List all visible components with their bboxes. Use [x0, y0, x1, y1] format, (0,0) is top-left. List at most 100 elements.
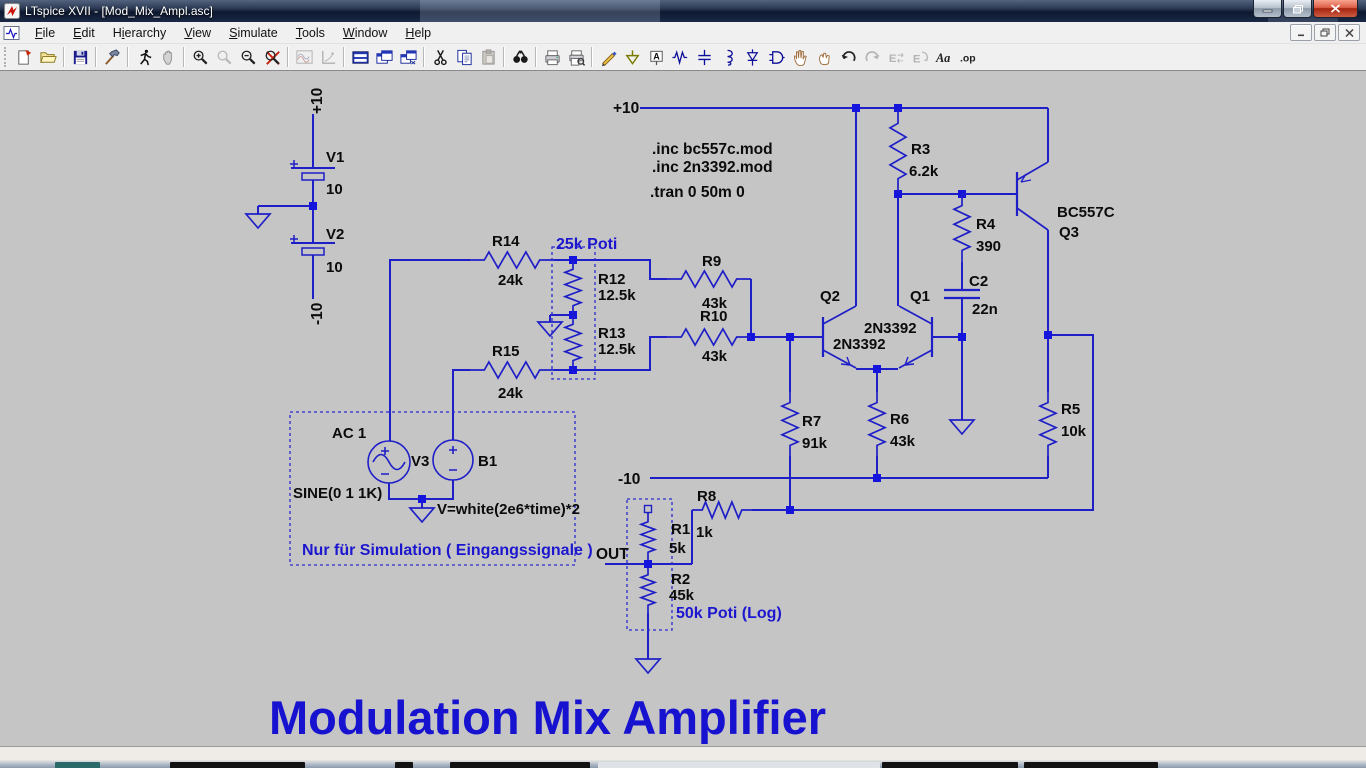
mdi-minimize-button[interactable] — [1290, 24, 1312, 41]
net-label-out[interactable]: OUT — [596, 546, 629, 563]
place-label-icon[interactable]: A — [644, 46, 668, 69]
resistor-R2[interactable] — [638, 567, 658, 613]
menu-item-help[interactable]: Help — [405, 25, 432, 40]
toolbar-grip[interactable] — [4, 47, 8, 67]
taskbar-window-button[interactable] — [450, 762, 590, 768]
poti-25k-box[interactable] — [551, 246, 596, 380]
label-Q1-value[interactable]: 2N3392 — [864, 320, 917, 337]
move-icon[interactable] — [788, 46, 812, 69]
schematic-heading[interactable]: Modulation Mix Amplifier — [269, 691, 826, 744]
taskbar-window-button[interactable] — [395, 762, 413, 768]
label-R9-value[interactable]: 43k — [702, 295, 728, 312]
minimize-button[interactable] — [1253, 0, 1282, 18]
menu-item-file[interactable]: File — [35, 25, 56, 40]
net-label-v2-minus10[interactable]: -10 — [309, 303, 326, 325]
copy-icon[interactable] — [452, 46, 476, 69]
resistor-R12[interactable] — [562, 260, 584, 315]
label-R8-ref[interactable]: R8 — [697, 488, 716, 505]
label-V1-ref[interactable]: V1 — [326, 149, 344, 166]
label-R14-value[interactable]: 24k — [498, 272, 524, 289]
place-inductor-icon[interactable] — [716, 46, 740, 69]
label-R13-value[interactable]: 12.5k — [598, 341, 636, 358]
label-R4-value[interactable]: 390 — [976, 238, 1001, 255]
resistor-R6[interactable] — [866, 391, 888, 457]
resistor-R7[interactable] — [779, 391, 801, 457]
label-V3-ref[interactable]: V3 — [411, 453, 429, 470]
battery-V1[interactable] — [290, 160, 335, 181]
label-B1-ref[interactable]: B1 — [478, 453, 497, 470]
label-Q2-value[interactable]: 2N3392 — [833, 336, 886, 353]
ground-symbol[interactable] — [536, 321, 564, 338]
simulation-sources-box[interactable] — [289, 411, 576, 566]
resistor-R8[interactable] — [692, 499, 752, 521]
new-schematic-icon[interactable] — [12, 46, 36, 69]
ground-symbol[interactable] — [634, 658, 662, 675]
label-V2-value[interactable]: 10 — [326, 259, 343, 276]
resistor-R13[interactable] — [562, 315, 584, 370]
resistor-R5[interactable] — [1037, 391, 1059, 457]
label-V3-value[interactable]: SINE(0 1 1K) — [293, 485, 382, 502]
label-R9-ref[interactable]: R9 — [702, 253, 721, 270]
label-V2-ref[interactable]: V2 — [326, 226, 344, 243]
taskbar-window-button[interactable] — [1024, 762, 1158, 768]
resistor-R1[interactable] — [638, 514, 658, 560]
title-bar[interactable]: LTspice XVII - [Mod_Mix_Ampl.asc] — [0, 0, 1366, 22]
label-R5-value[interactable]: 10k — [1061, 423, 1087, 440]
control-panel-icon[interactable] — [100, 46, 124, 69]
label-R2-ref[interactable]: R2 — [671, 571, 690, 588]
transistor-Q2[interactable] — [821, 305, 857, 369]
zoom-in-icon[interactable] — [188, 46, 212, 69]
resistor-R9[interactable] — [667, 269, 751, 289]
close-button[interactable] — [1313, 0, 1358, 18]
mdi-close-button[interactable] — [1338, 24, 1360, 41]
label-R10-ref[interactable]: R10 — [700, 308, 728, 325]
place-component-icon[interactable] — [764, 46, 788, 69]
drag-icon[interactable] — [812, 46, 836, 69]
label-V1-value[interactable]: 10 — [326, 181, 343, 198]
voltage-source-V3[interactable] — [367, 440, 411, 484]
label-R12-ref[interactable]: R12 — [598, 271, 626, 288]
label-R6-ref[interactable]: R6 — [890, 411, 909, 428]
battery-V2[interactable] — [290, 235, 335, 256]
label-R7-value[interactable]: 91k — [802, 435, 828, 452]
label-R4-ref[interactable]: R4 — [976, 216, 996, 233]
transistor-Q1[interactable] — [898, 305, 934, 369]
place-capacitor-icon[interactable] — [692, 46, 716, 69]
label-R1-ref[interactable]: R1 — [671, 521, 690, 538]
label-R6-value[interactable]: 43k — [890, 433, 916, 450]
comment-50k-poti[interactable]: 50k Poti (Log) — [676, 605, 782, 622]
label-R15-ref[interactable]: R15 — [492, 343, 520, 360]
resistor-R15[interactable] — [470, 360, 554, 380]
resistor-R10[interactable] — [667, 327, 751, 347]
label-C2-ref[interactable]: C2 — [969, 273, 988, 290]
label-B1-value[interactable]: V=white(2e6*time)*2 — [437, 501, 580, 518]
undo-icon[interactable] — [836, 46, 860, 69]
cascade-windows-icon[interactable] — [396, 46, 420, 69]
print-preview-icon[interactable] — [564, 46, 588, 69]
resistor-R4[interactable] — [951, 194, 973, 262]
directive-inc-bc557c[interactable]: .inc bc557c.mod — [652, 141, 773, 158]
tile-horizontal-icon[interactable] — [348, 46, 372, 69]
taskbar-window-button[interactable] — [170, 762, 305, 768]
mdi-restore-button[interactable] — [1314, 24, 1336, 41]
place-diode-icon[interactable] — [740, 46, 764, 69]
label-Q2-ref[interactable]: Q2 — [820, 288, 840, 305]
behavioral-source-B1[interactable] — [432, 439, 474, 481]
open-terminal[interactable] — [643, 504, 653, 514]
taskbar-window-button[interactable] — [598, 762, 880, 768]
tile-vertical-icon[interactable] — [372, 46, 396, 69]
poti-50k-box[interactable] — [626, 498, 673, 631]
menu-item-hierarchy[interactable]: Hierarchy — [112, 25, 167, 40]
label-Q1-ref[interactable]: Q1 — [910, 288, 930, 305]
save-icon[interactable] — [68, 46, 92, 69]
label-V3-note[interactable]: AC 1 — [332, 425, 366, 442]
transistor-Q3[interactable] — [962, 161, 1049, 231]
ground-symbol[interactable] — [948, 419, 976, 436]
place-text-icon[interactable]: Aa — [932, 46, 956, 69]
label-R3-value[interactable]: 6.2k — [909, 163, 939, 180]
cut-icon[interactable] — [428, 46, 452, 69]
label-R2-value[interactable]: 45k — [669, 587, 695, 604]
label-R8-value[interactable]: 1k — [696, 524, 713, 541]
run-icon[interactable] — [132, 46, 156, 69]
print-icon[interactable] — [540, 46, 564, 69]
